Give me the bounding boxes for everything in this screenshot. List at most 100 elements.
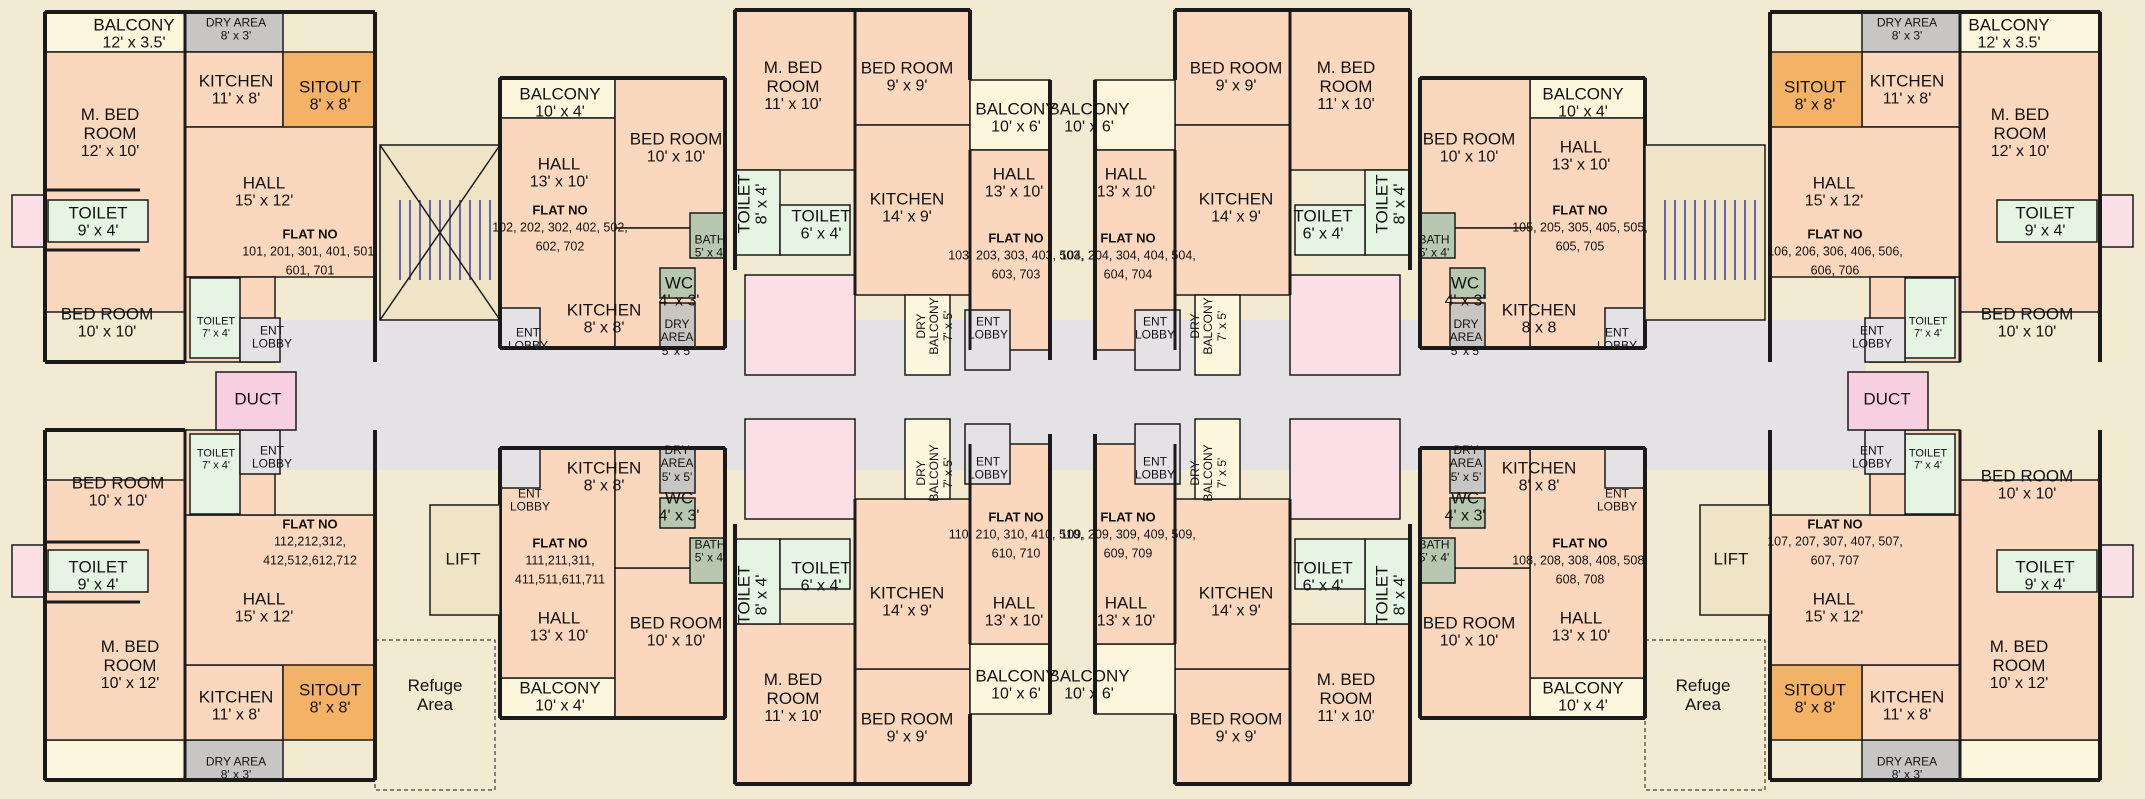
room-name: BED ROOM	[1980, 304, 2074, 324]
flat-no-title: FLAT NO	[1100, 509, 1156, 525]
room-name: ENT	[260, 323, 284, 338]
room-name: SITOUT	[298, 77, 362, 97]
flat-numbers: 102, 202, 302, 402, 502, 602, 702	[492, 219, 628, 254]
room-name: TOILET	[734, 174, 754, 234]
room-dimension: 10' x 6'	[991, 685, 1041, 703]
room-dimension: 8' x 8'	[309, 699, 351, 717]
lobby	[1864, 429, 1906, 475]
lift	[429, 504, 501, 616]
room-dimension: 9' x 4'	[2024, 222, 2066, 240]
room-name: ENT	[976, 314, 1000, 329]
bath	[689, 537, 726, 584]
room-name: BALCONY	[1542, 678, 1624, 698]
flat-numbers: 101, 201, 301, 401, 501, 601, 701	[242, 243, 378, 278]
room-name: LOBBY	[967, 468, 1009, 482]
toilet	[1364, 169, 1411, 256]
room-name: BATH	[1418, 537, 1450, 552]
balcony	[499, 77, 616, 119]
room-name: ROOM	[766, 77, 820, 97]
balcony	[44, 739, 186, 781]
room-name: TOILET	[734, 565, 754, 625]
room-name: LIFT	[1713, 549, 1749, 569]
room-name: TOILET	[2015, 557, 2075, 577]
flat-numbers: 111,211,311, 411,511,611,711	[514, 552, 606, 587]
room-name: M. BED	[1316, 670, 1376, 690]
room-name: M. BED	[80, 105, 140, 125]
duct-shaft	[2100, 544, 2134, 598]
room-name: WC	[664, 273, 694, 293]
room-dimension: 10' x 4'	[535, 103, 585, 121]
room-dimension: 13' x 10'	[1096, 612, 1156, 630]
flat-no-title: FLAT NO	[1807, 516, 1863, 532]
room-dimension: 15' x 12'	[234, 608, 294, 626]
kitchen	[1174, 124, 1291, 296]
room-name: BED ROOM	[629, 129, 723, 149]
room-name: BALCONY	[1968, 15, 2050, 35]
room-name: BED ROOM	[1422, 129, 1516, 149]
room-dimension: 5' x 5'	[1450, 469, 1482, 484]
wc	[659, 497, 696, 529]
room-name: BALCONY	[93, 15, 175, 35]
duct-shaft	[215, 371, 297, 431]
flat-numbers: 109, 209, 309, 409, 509, 609, 709	[1060, 526, 1196, 561]
room-dimension: 10' x 10'	[646, 632, 706, 650]
bath	[1419, 537, 1456, 584]
room-dimension: 7' x 4'	[1913, 460, 1943, 472]
toilet	[189, 277, 241, 359]
room-name: ROOM	[1993, 124, 2047, 144]
toilet	[779, 204, 851, 256]
room-name: ENT	[518, 486, 542, 501]
room-name: AREA	[1449, 330, 1483, 345]
room-dimension: 10' x 10'	[1439, 632, 1499, 650]
room-dimension: 4' x 3'	[1444, 507, 1486, 525]
room-name: HALL	[1559, 137, 1603, 157]
room-name: TOILET	[68, 203, 128, 223]
room-name: LOBBY	[1596, 500, 1638, 514]
room-name: BALCONY	[1201, 444, 1216, 502]
master-bedroom	[734, 9, 856, 171]
lobby	[964, 423, 1011, 485]
room-name: BED ROOM	[629, 613, 723, 633]
room-dimension: 13' x 10'	[1096, 183, 1156, 201]
room-name: HALL	[1104, 164, 1148, 184]
room-dimension: 10' x 10'	[1439, 148, 1499, 166]
room-name: KITCHEN	[1198, 189, 1274, 209]
room-name: ROOM	[1992, 656, 2046, 676]
room-name: ENT	[1143, 454, 1167, 469]
room-name: BED ROOM	[60, 304, 154, 324]
room-name: LOBBY	[1851, 337, 1893, 351]
room-name: BALCONY	[1048, 666, 1130, 686]
room-dimension: 5' x 5'	[661, 469, 693, 484]
room-name: Area	[1685, 695, 1721, 714]
room-dimension: 10' x 10'	[646, 148, 706, 166]
room-name: DRY	[664, 316, 690, 331]
toilet	[47, 549, 149, 593]
dry-area	[1449, 302, 1486, 349]
